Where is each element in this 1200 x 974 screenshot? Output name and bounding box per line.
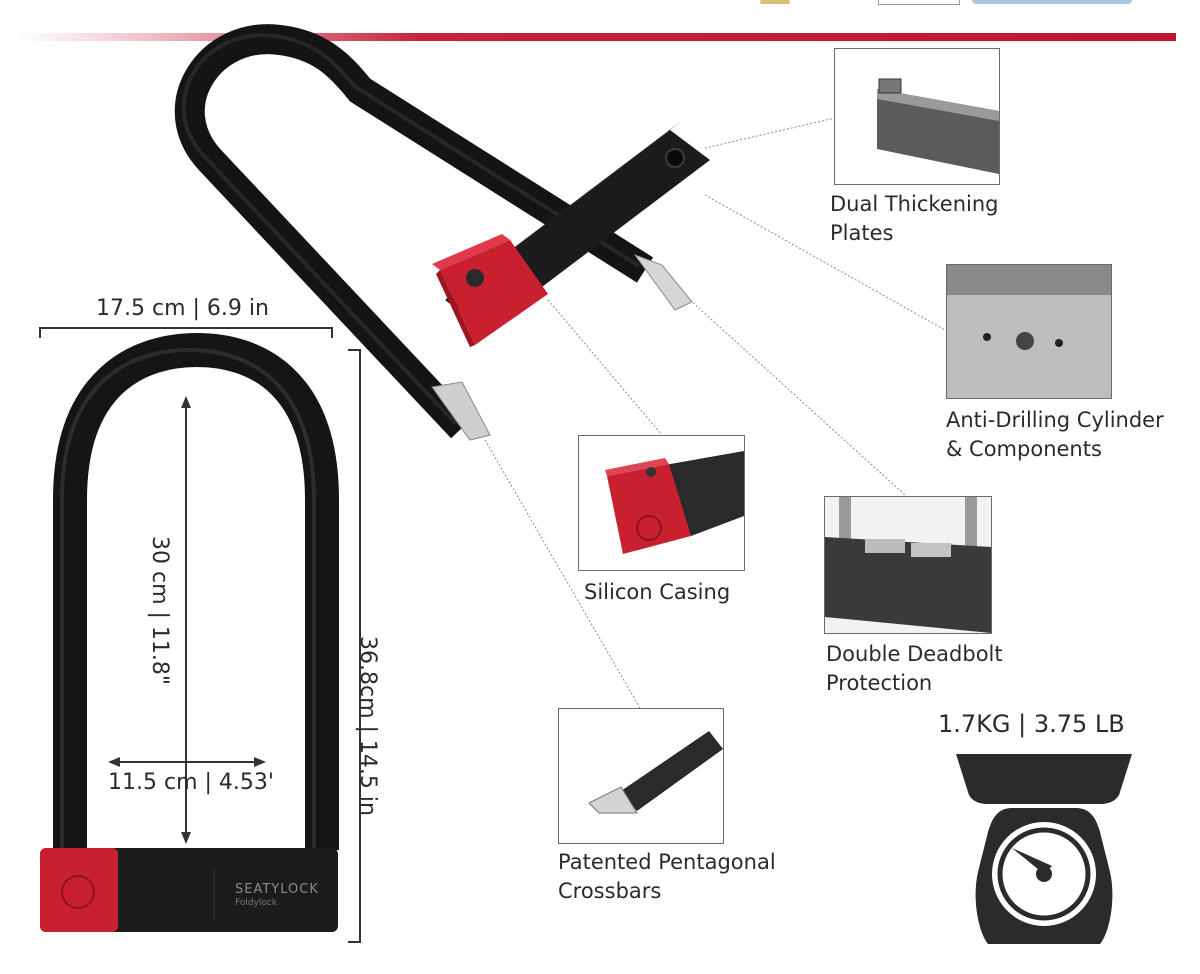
brand-text: SEATYLOCK [235, 882, 319, 897]
header-badge-fragments [760, 0, 1140, 6]
shackle-tip-left [431, 381, 491, 441]
u-lock-main-image [174, 24, 710, 441]
weight-label: 1.7KG | 3.75 LB [938, 710, 1125, 738]
inner-width-dimension-label: 11.5 cm | 4.53' [108, 770, 274, 795]
height-dimension-label: 36.8cm | 14.5 in [355, 636, 380, 816]
brand-subtext: Foldylock [235, 898, 278, 908]
inset-pentagonal-crossbars [558, 708, 724, 844]
inset-silicon-casing [578, 435, 745, 571]
feature-label-anti-drilling: Anti-Drilling Cylinder & Components [946, 408, 1164, 461]
feature-label-dual-thickening-plates: Dual Thickening Plates [830, 192, 999, 245]
silicon-casing-front [40, 848, 118, 932]
width-dimension-label: 17.5 cm | 6.9 in [96, 296, 269, 321]
inset-dual-thickening-plates [834, 48, 1000, 185]
header-accent-bar [18, 33, 1176, 41]
inset-anti-drilling-cylinder [946, 264, 1112, 399]
feature-label-pentagonal-crossbars: Patented Pentagonal Crossbars [558, 850, 776, 903]
u-lock-front-view [40, 332, 339, 932]
inset-double-deadbolt [824, 496, 992, 634]
scale-icon [956, 754, 1132, 944]
shackle-tip-right [633, 253, 693, 311]
inner-height-dimension-label: 30 cm | 11.8" [147, 532, 172, 690]
feature-label-double-deadbolt: Double Deadbolt Protection [826, 642, 1003, 695]
crossbar-body [432, 122, 710, 347]
feature-label-silicon-casing: Silicon Casing [584, 580, 731, 604]
